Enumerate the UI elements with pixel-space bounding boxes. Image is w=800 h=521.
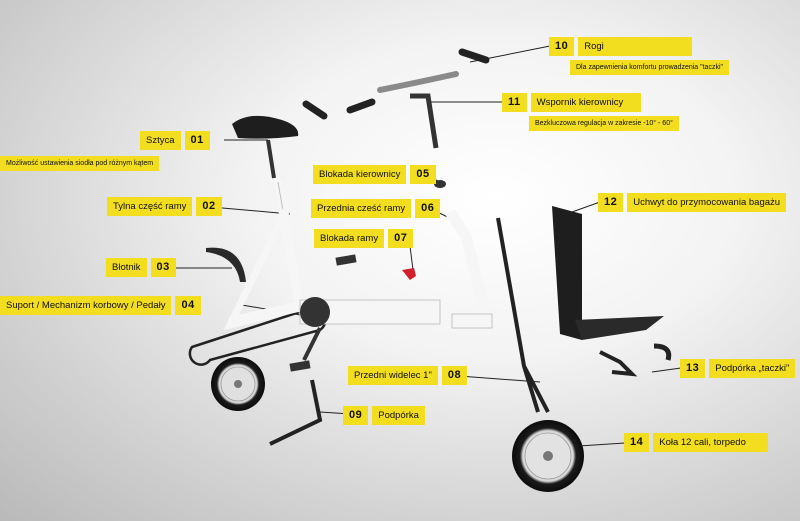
callout-01: Sztyca 01 [140,131,210,150]
seat [232,115,299,139]
label-text: Podpórka „taczki" [709,359,796,378]
handlebar-lock [434,180,446,188]
callout-01-sub: Możliwość ustawienia siodła pod różnym k… [0,156,160,171]
label-text: Tylna część ramy [107,197,193,216]
label-text: Rogi [578,37,692,56]
callout-03: Błotnik 03 [106,258,176,277]
callout-10: 10 Rogi [549,37,692,56]
callout-08: Przedni widelec 1" 08 [348,366,468,385]
label-number: 06 [415,199,441,218]
horn-left [302,100,328,120]
pedal-top [335,254,357,266]
luggage-holder-base [575,316,664,340]
wheelbarrow-stand-clip [653,343,672,361]
front-wheel [512,420,584,492]
callout-02: Tylna część ramy 02 [107,197,222,216]
label-text: Suport / Mechanizm korbowy / Pedały [0,296,172,315]
callout-09: 09 Podpórka [343,406,425,425]
label-text: Koła 12 cali, torpedo [653,433,768,452]
label-text: Podpórka [372,406,425,425]
label-text: Przedni widelec 1" [348,366,438,385]
luggage-holder [552,206,582,340]
label-number: 07 [388,229,414,248]
label-text: Blokada ramy [314,229,385,248]
callout-10-sub: Dla zapewnienia komfortu prowadzenia "ta… [570,60,729,75]
horn-right [458,48,490,64]
label-number: 01 [184,131,210,150]
label-number: 10 [549,37,575,56]
callout-11: 11 Wspornik kierownicy [502,93,642,112]
kickstand [269,379,323,446]
label-number: 13 [680,359,706,378]
front-frame-joint [451,313,493,329]
chainring [300,297,330,327]
label-number: 14 [624,433,650,452]
crank-arm [302,327,322,361]
label-number: 12 [598,193,624,212]
handlebar [377,71,459,93]
mudguard [206,247,246,282]
label-text: Przednia cześć ramy [311,199,412,218]
handlebar-stem [410,93,439,149]
front-frame [445,208,492,318]
label-number: 02 [196,197,222,216]
label-number: 03 [150,258,176,277]
callout-07: Blokada ramy 07 [314,229,414,248]
front-fork [496,217,550,413]
label-number: 09 [343,406,369,425]
wheelbarrow-stand [599,350,638,377]
callout-04: Suport / Mechanizm korbowy / Pedały 04 [0,296,201,315]
label-text: Wspornik kierownicy [530,93,642,112]
label-text: Sztyca [140,131,181,150]
label-text: Uchwyt do przymocowania bagażu [627,193,787,212]
label-number: 04 [175,296,201,315]
label-text: Blokada kierownicy [313,165,407,184]
callout-13: 13 Podpórka „taczki" [680,359,796,378]
callout-11-sub: Bezkluczowa regulacja w zakresie -10° - … [529,116,679,131]
callout-14: 14 Koła 12 cali, torpedo [624,433,768,452]
pedal-bottom [289,360,311,372]
label-text: Błotnik [106,258,147,277]
callout-05: Blokada kierownicy 05 [313,165,436,184]
rear-wheel [211,357,265,411]
label-number: 11 [502,93,527,112]
frame-lock [402,268,416,280]
callout-12: 12 Uchwyt do przymocowania bagażu [598,193,787,212]
callout-06: Przednia cześć ramy 06 [311,199,441,218]
label-number: 08 [441,366,468,385]
seat-post [266,139,276,179]
grip [346,98,376,114]
label-number: 05 [410,165,436,184]
